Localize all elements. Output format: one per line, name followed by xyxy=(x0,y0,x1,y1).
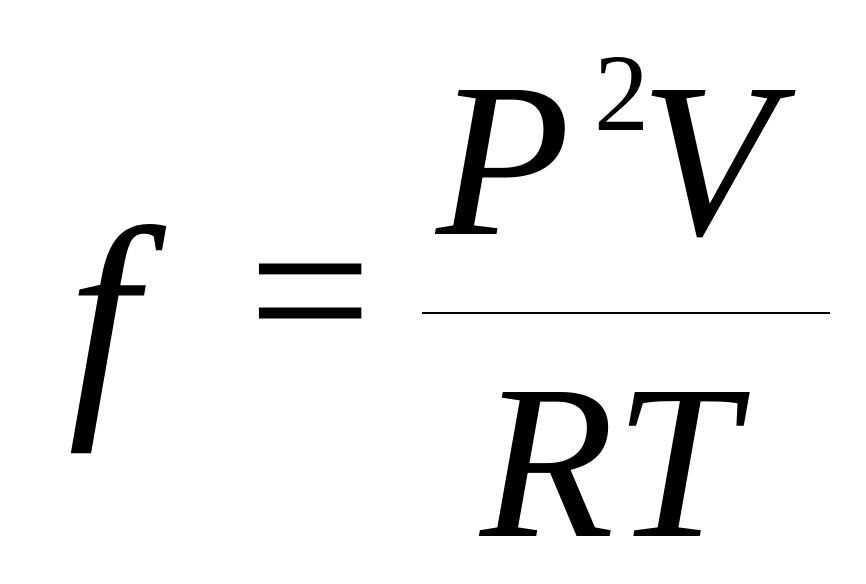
fraction-bar xyxy=(422,312,830,314)
numerator-base-p: P xyxy=(436,38,571,282)
numerator-exponent: 2 xyxy=(594,32,649,154)
denominator: RT xyxy=(480,340,737,584)
numerator-variable-v: V xyxy=(640,38,775,282)
equals-sign: = xyxy=(248,168,373,412)
lhs-variable-f: f xyxy=(68,178,138,455)
